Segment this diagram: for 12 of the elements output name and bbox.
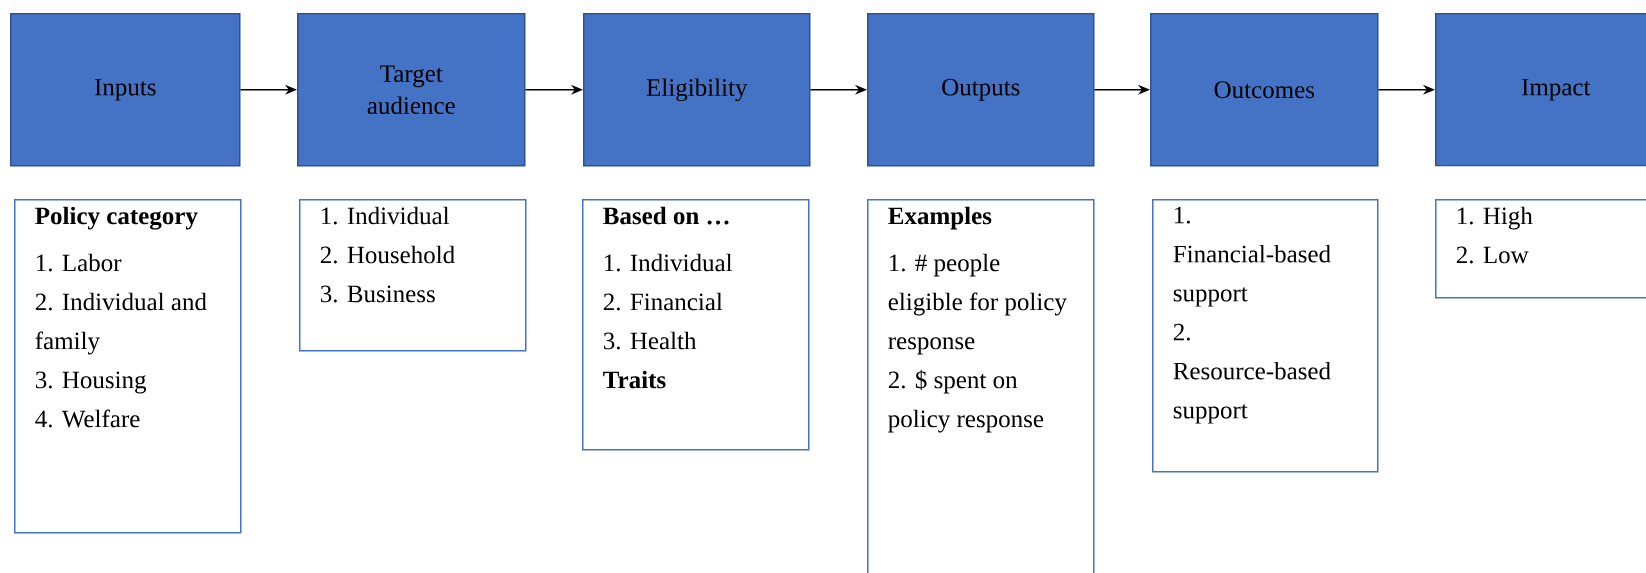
- process-box: Outcomes: [1150, 13, 1379, 167]
- text-box: Examples 1. # people eligible for policy response 2. $ spent on policy response: [867, 199, 1095, 573]
- process-box: Target audience: [297, 13, 526, 167]
- process-box: Impact: [1435, 13, 1646, 167]
- text-box: 1. Financial-based support 2. Resource-based support: [1152, 199, 1379, 473]
- process-box: Inputs: [10, 13, 241, 167]
- text-box: 1. High 2. Low: [1435, 199, 1646, 299]
- process-box: Outputs: [867, 13, 1095, 167]
- process-box: Eligibility: [583, 13, 811, 167]
- text-box: 1. Individual 2. Household 3. Business: [299, 199, 527, 352]
- text-box: Based on … 1. Individual 2. Financial 3. Health Traits: [582, 199, 810, 451]
- text-box: Policy category 1. Labor 2. Individual and family 3. Housing 4. Welfare: [14, 199, 242, 534]
